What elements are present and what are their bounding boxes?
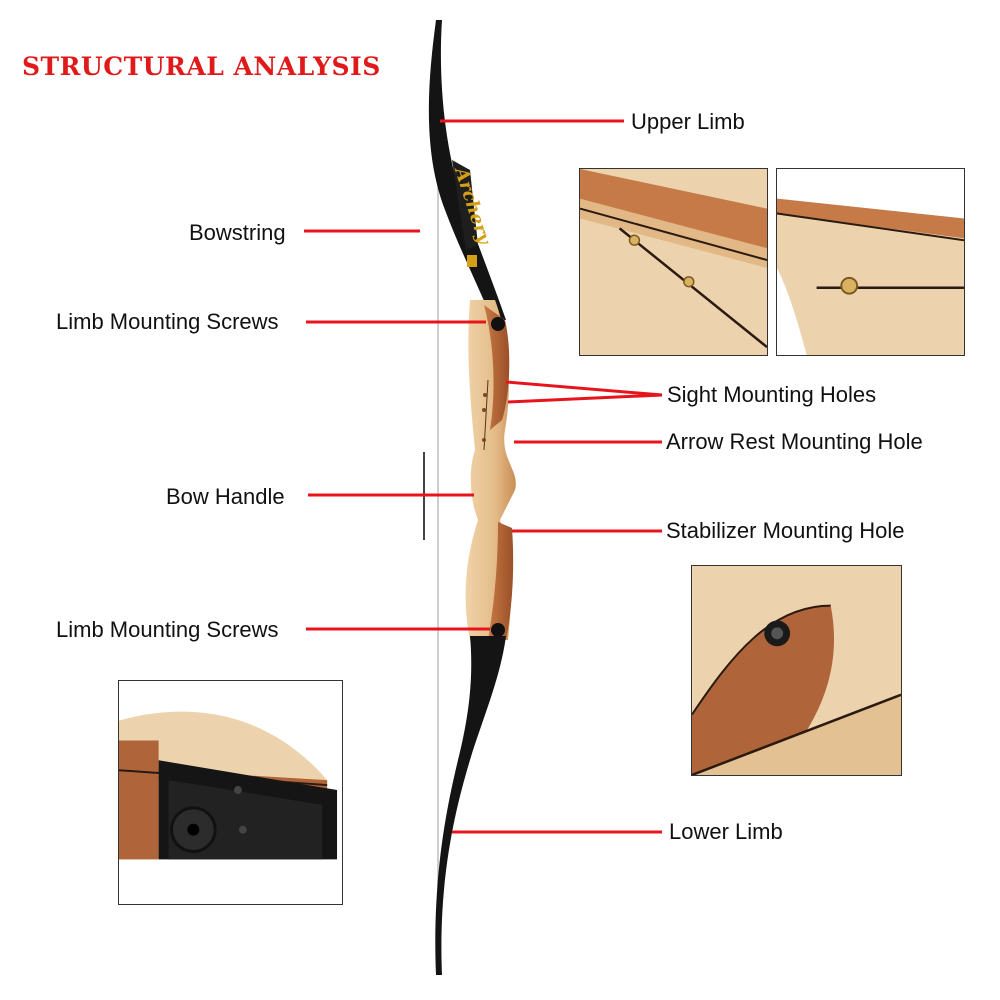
leader-sight-hole-2 — [507, 393, 663, 404]
label-upper-limb: Upper Limb — [631, 109, 745, 134]
limb-bolt-lower — [491, 623, 505, 637]
riser-dark-upper — [484, 305, 510, 430]
label-limb-screws-top: Limb Mounting Screws — [56, 309, 279, 334]
label-limb-screws-bottom: Limb Mounting Screws — [56, 617, 279, 642]
label-arrow-rest: Arrow Rest Mounting Hole — [666, 429, 923, 454]
limb-bolt-upper — [491, 317, 505, 331]
label-sight-holes: Sight Mounting Holes — [667, 382, 877, 407]
detail-sight-holes — [579, 168, 768, 356]
leader-lines — [304, 119, 663, 834]
label-bowstring: Bowstring — [189, 220, 286, 245]
leader-sight-hole-1 — [505, 380, 663, 397]
label-lower-limb: Lower Limb — [669, 819, 783, 844]
detail-stabilizer-hole — [691, 565, 902, 776]
detail-limb-bolt — [118, 680, 343, 905]
detail-arrow-rest-hole — [776, 168, 965, 356]
lower-limb — [435, 636, 506, 975]
label-bow-handle: Bow Handle — [166, 484, 285, 509]
page-title: STRUCTURAL ANALYSIS — [22, 52, 381, 81]
riser-dark-lower — [488, 522, 514, 640]
label-stabilizer: Stabilizer Mounting Hole — [666, 518, 905, 543]
